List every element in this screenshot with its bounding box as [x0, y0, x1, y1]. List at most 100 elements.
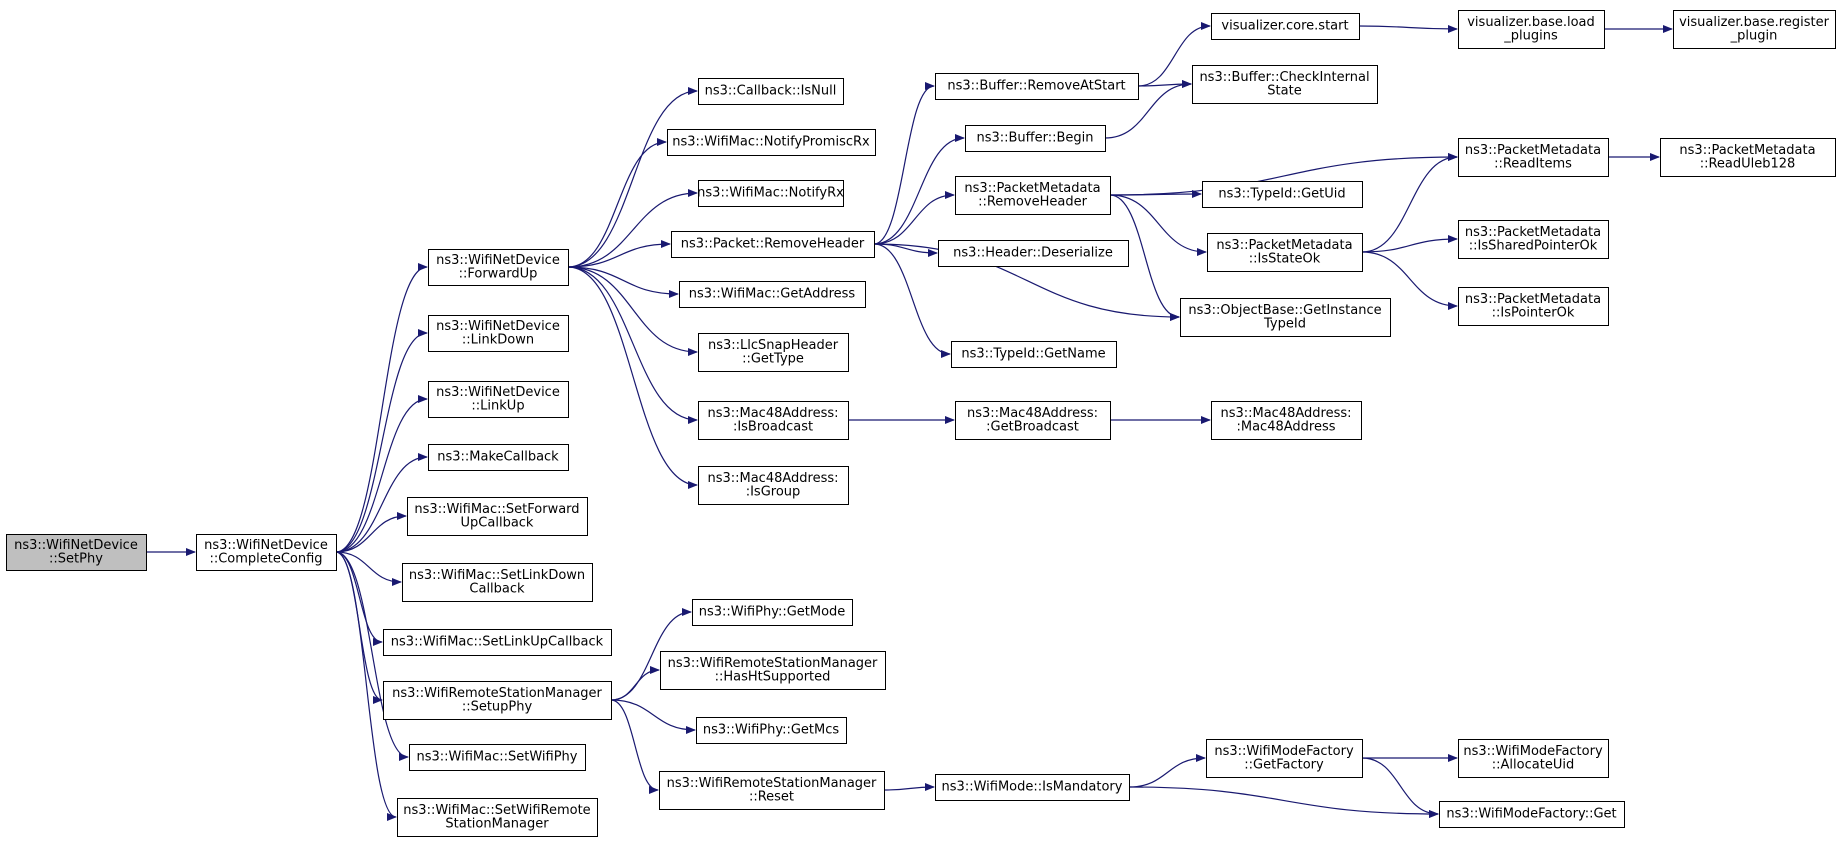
node-box	[428, 444, 569, 471]
edge-n1-to-n10	[335, 551, 409, 761]
node-ns3-packetmetadata-isstateok[interactable]: ns3::PacketMetadata::IsStateOk	[1207, 233, 1363, 272]
edge-n43-to-n45	[1361, 757, 1439, 818]
node-ns3-wifiremotestationmanager-reset[interactable]: ns3::WifiRemoteStationManager::Reset	[659, 771, 885, 810]
node-ns3-packetmetadata-readuleb128[interactable]: ns3::PacketMetadata::ReadUleb128	[1660, 138, 1836, 177]
edge-n41-to-n42	[883, 783, 935, 792]
edge-n1-to-n5	[335, 453, 428, 553]
node-ns3-buffer-removeatstart[interactable]: ns3::Buffer::RemoveAtStart	[935, 73, 1139, 100]
node-ns3-mac48address-isgroup[interactable]: ns3::Mac48Address::IsGroup	[698, 466, 849, 505]
edge-n15-to-n22	[873, 191, 955, 245]
node-box	[696, 717, 847, 744]
node-box	[1211, 13, 1360, 40]
node-box	[660, 651, 886, 690]
node-label: ::GetType	[742, 351, 804, 366]
edge-n42-to-n45	[1128, 786, 1439, 818]
node-visualizer-core-start[interactable]: visualizer.core.start	[1211, 13, 1360, 40]
edge-n9-to-n41	[610, 699, 659, 794]
node-box	[955, 401, 1111, 440]
node-label: ns3::Buffer::Begin	[976, 131, 1093, 146]
node-label: ns3::WifiRemoteStationManager	[667, 776, 877, 791]
edge-n20-to-n25	[1137, 22, 1211, 87]
edge-n15-to-n31	[873, 243, 1180, 321]
node-label: ns3::WifiMac::SetWifiPhy	[417, 750, 578, 765]
node-visualizer-base-load-plugins[interactable]: visualizer.base.load_plugins	[1458, 10, 1605, 49]
node-box	[1207, 233, 1363, 272]
node-ns3-packetmetadata-readitems[interactable]: ns3::PacketMetadata::ReadItems	[1458, 138, 1609, 177]
node-ns3-wifinetdevice-forwardup[interactable]: ns3::WifiNetDevice::ForwardUp	[428, 249, 569, 286]
edge-n22-to-n32	[1109, 153, 1458, 196]
node-ns3-wifinetdevice-linkdown[interactable]: ns3::WifiNetDevice::LinkDown	[428, 315, 569, 352]
node-label: visualizer.base.register	[1679, 15, 1830, 30]
node-box	[397, 798, 598, 837]
node-label: ns3::WifiMac::NotifyRx	[697, 186, 844, 201]
node-box	[935, 774, 1130, 801]
node-ns3-wifinetdevice-completeconfig[interactable]: ns3::WifiNetDevice::CompleteConfig	[196, 534, 337, 571]
node-box	[1192, 65, 1378, 104]
edge-n42-to-n43	[1128, 754, 1206, 788]
node-ns3-wifiremotestationmanager-setupphy[interactable]: ns3::WifiRemoteStationManager::SetupPhy	[383, 681, 612, 720]
edge-n30-to-n32	[1361, 153, 1458, 253]
node-label: ns3::PacketMetadata	[1465, 292, 1601, 307]
node-ns3-packetmetadata-issharedpointerok[interactable]: ns3::PacketMetadata::IsSharedPointerOk	[1458, 220, 1609, 259]
node-ns3-wifiphy-getmcs[interactable]: ns3::WifiPhy::GetMcs	[696, 717, 847, 744]
node-label: ns3::TypeId::GetUid	[1218, 187, 1345, 202]
node-label: ns3::WifiRemoteStationManager	[668, 656, 878, 671]
node-ns3-packetmetadata-ispointerok[interactable]: ns3::PacketMetadata::IsPointerOk	[1458, 287, 1609, 326]
node-ns3-packetmetadata-removeheader[interactable]: ns3::PacketMetadata::RemoveHeader	[955, 176, 1111, 215]
node-ns3-wifimac-getaddress[interactable]: ns3::WifiMac::GetAddress	[679, 281, 866, 308]
node-box	[1206, 739, 1363, 778]
node-label: visualizer.core.start	[1221, 19, 1348, 34]
node-ns3-wifimodefactory-get[interactable]: ns3::WifiModeFactory::Get	[1439, 801, 1625, 828]
node-ns3-llcsnapheader-gettype[interactable]: ns3::LlcSnapHeader::GetType	[698, 333, 849, 372]
node-ns3-mac48address-isbroadcast[interactable]: ns3::Mac48Address::IsBroadcast	[698, 401, 849, 440]
node-label: ns3::PacketMetadata	[964, 181, 1100, 196]
node-box	[698, 78, 844, 105]
edge-n22-to-n29	[1109, 190, 1202, 199]
edge-n15-to-n21	[873, 134, 965, 245]
node-ns3-buffer-begin[interactable]: ns3::Buffer::Begin	[965, 125, 1106, 152]
edge-n2-to-n19	[567, 266, 698, 489]
edge-n22-to-n30	[1109, 194, 1207, 256]
node-ns3-packet-removeheader[interactable]: ns3::Packet::RemoveHeader	[671, 231, 875, 258]
node-ns3-makecallback[interactable]: ns3::MakeCallback	[428, 444, 569, 471]
node-box	[1211, 401, 1362, 440]
node-ns3-wifinetdevice-setphy[interactable]: ns3::WifiNetDevice::SetPhy	[6, 534, 147, 571]
node-label: ns3::ObjectBase::GetInstance	[1188, 303, 1381, 318]
node-ns3-typeid-getname[interactable]: ns3::TypeId::GetName	[951, 341, 1117, 368]
node-visualizer-base-register-plugin[interactable]: visualizer.base.register_plugin	[1673, 10, 1836, 49]
node-ns3-mac48address-getbroadcast[interactable]: ns3::Mac48Address::GetBroadcast	[955, 401, 1111, 440]
edge-n1-to-n6	[335, 512, 407, 553]
edges-layer	[146, 22, 1673, 821]
node-ns3-wifiremotestationmanager-hashtsupported[interactable]: ns3::WifiRemoteStationManager::HasHtSupp…	[660, 651, 886, 690]
edge-n2-to-n16	[567, 266, 679, 298]
node-ns3-wifiphy-getmode[interactable]: ns3::WifiPhy::GetMode	[692, 599, 853, 626]
node-box	[1673, 10, 1836, 49]
node-ns3-wifinetdevice-linkup[interactable]: ns3::WifiNetDevice::LinkUp	[428, 381, 569, 418]
node-ns3-wifimac-setwifiremotestationmanager[interactable]: ns3::WifiMac::SetWifiRemoteStationManage…	[397, 798, 598, 837]
node-ns3-header-deserialize[interactable]: ns3::Header::Deserialize	[938, 240, 1129, 267]
edge-n25-to-n27	[1358, 24, 1458, 33]
node-ns3-wifimode-ismandatory[interactable]: ns3::WifiMode::IsMandatory	[935, 774, 1130, 801]
node-box	[698, 401, 849, 440]
node-ns3-wifimodefactory-getfactory[interactable]: ns3::WifiModeFactory::GetFactory	[1206, 739, 1363, 778]
node-box	[667, 129, 876, 156]
node-ns3-wifimac-notifyrx[interactable]: ns3::WifiMac::NotifyRx	[697, 180, 844, 207]
node-label: ns3::TypeId::GetName	[961, 347, 1105, 362]
node-ns3-wifimac-setwifiphy[interactable]: ns3::WifiMac::SetWifiPhy	[409, 744, 586, 771]
node-box	[428, 315, 569, 352]
node-ns3-mac48address-mac48address[interactable]: ns3::Mac48Address::Mac48Address	[1211, 401, 1362, 440]
edge-n2-to-n17	[567, 266, 698, 356]
node-ns3-wifimodefactory-allocateuid[interactable]: ns3::WifiModeFactory::AllocateUid	[1458, 739, 1609, 778]
node-box	[659, 771, 885, 810]
node-ns3-wifimac-notifypromiscrx[interactable]: ns3::WifiMac::NotifyPromiscRx	[667, 129, 876, 156]
node-box	[409, 744, 586, 771]
node-ns3-typeid-getuid[interactable]: ns3::TypeId::GetUid	[1202, 181, 1363, 208]
node-ns3-wifimac-setlinkupcallback[interactable]: ns3::WifiMac::SetLinkUpCallback	[383, 629, 612, 656]
node-ns3-callback-isnull[interactable]: ns3::Callback::IsNull	[698, 78, 844, 105]
node-label: ns3::WifiNetDevice	[436, 385, 560, 400]
node-label: ns3::WifiMac::SetLinkUpCallback	[391, 635, 604, 650]
